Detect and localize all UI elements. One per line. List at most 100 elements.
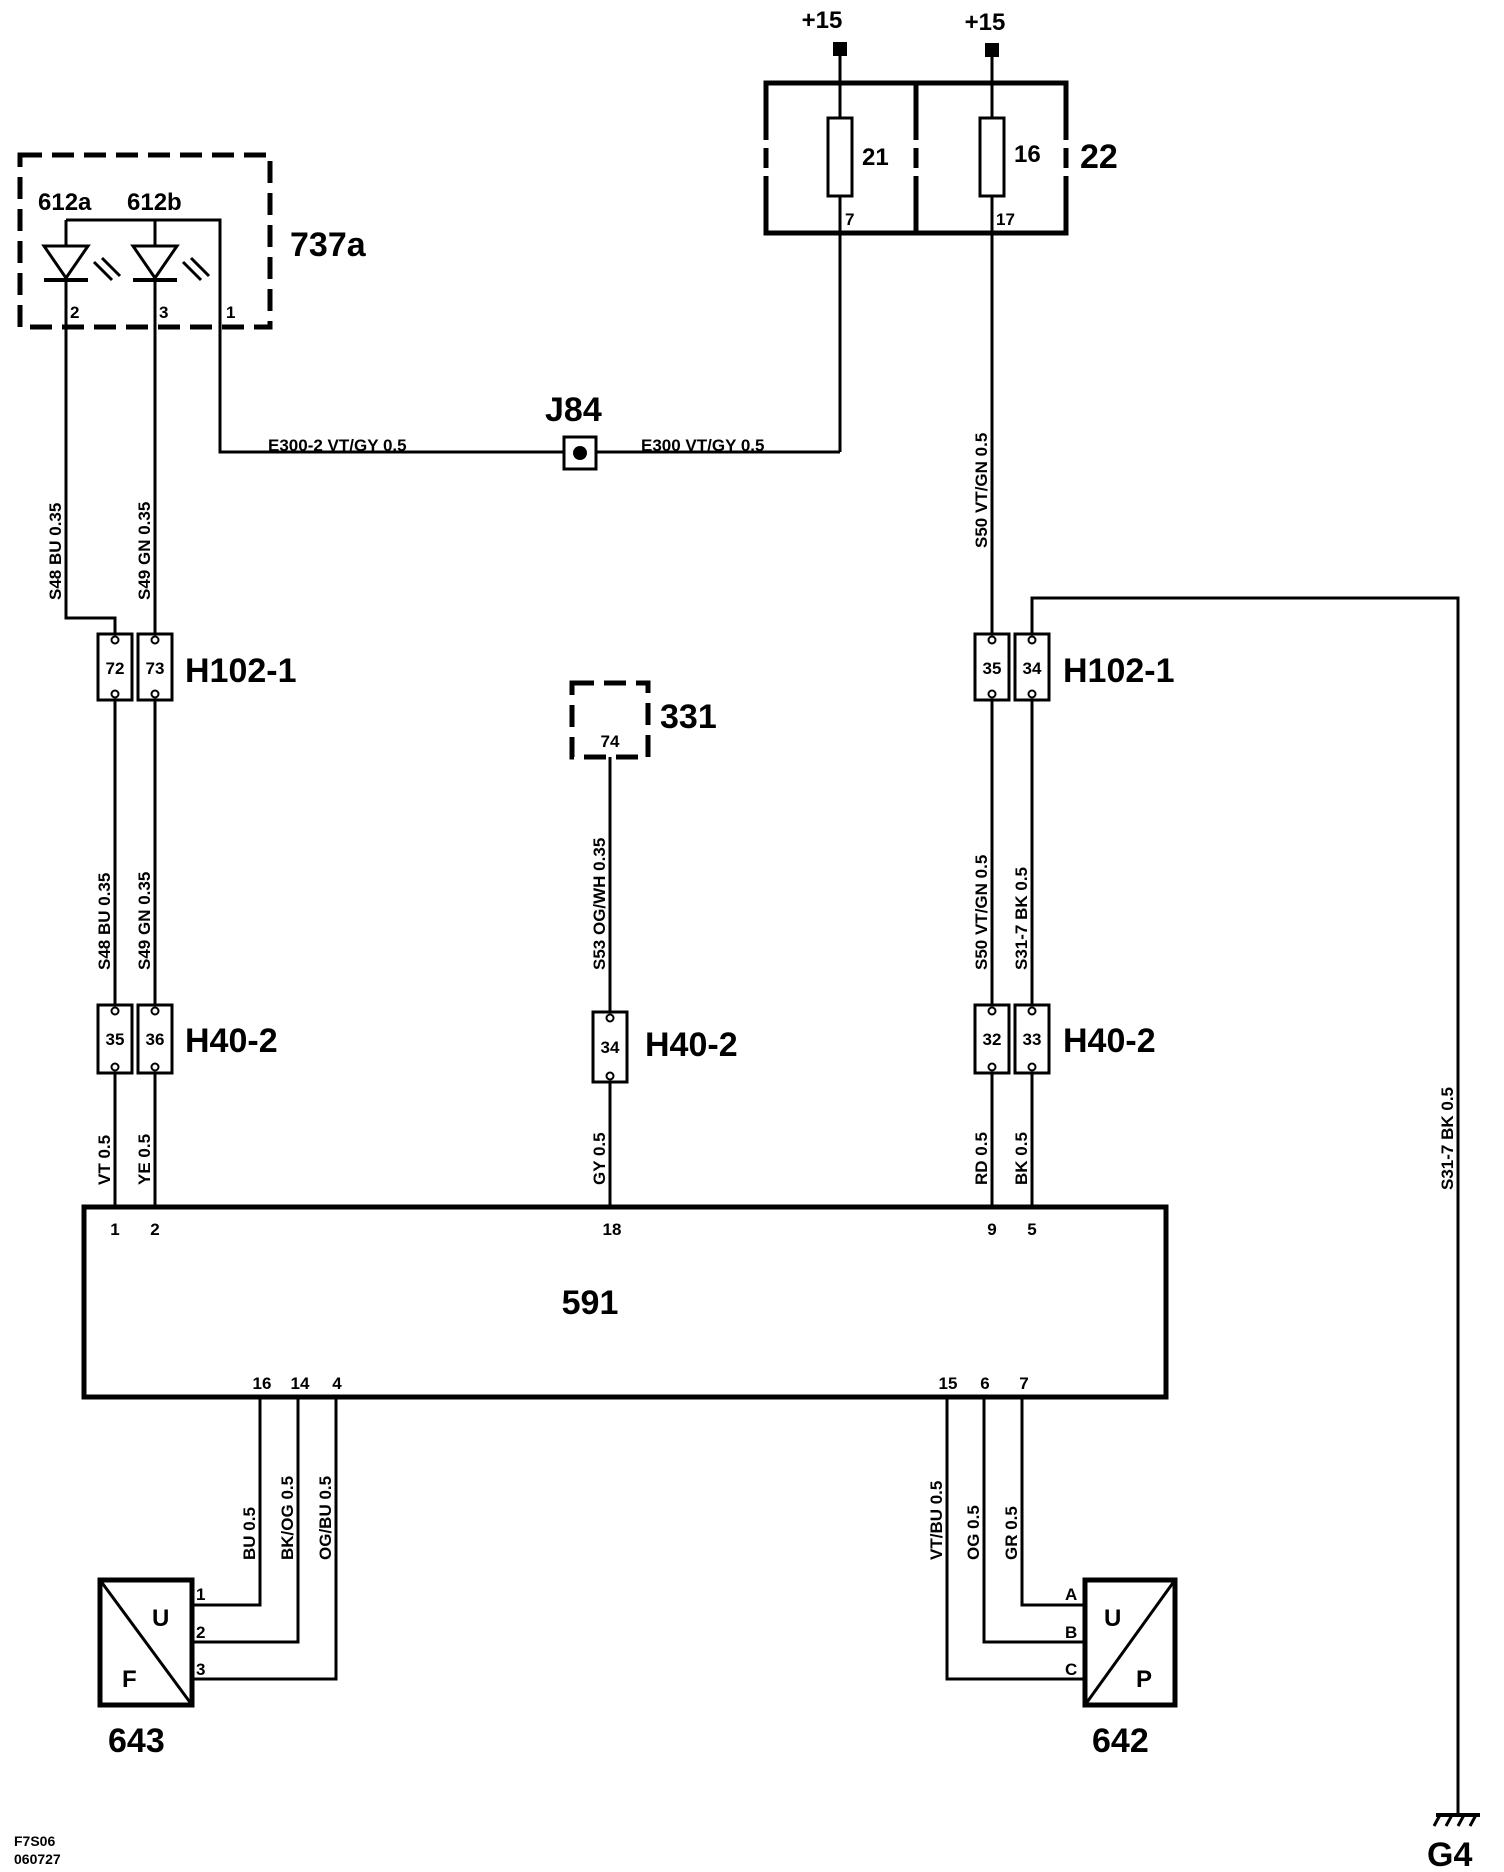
wire-vt-label: VT 0.5 [95,1135,114,1185]
wire-bkog-label: BK/OG 0.5 [278,1476,297,1560]
fuse-box-id: 22 [1080,138,1118,176]
h40-left-pin-35: 35 [106,1030,125,1049]
supply-left: +15 [802,7,847,56]
ground-label: G4 [1427,1836,1472,1872]
h102-right-pin-34: 34 [1023,659,1042,678]
wire-s50-top-label: S50 VT/GN 0.5 [972,433,991,548]
fuse-16-label: 16 [1014,141,1041,168]
supply-right: +15 [965,9,1006,57]
led-a-icon [41,244,122,282]
module-591: 591 1 2 18 9 5 16 14 4 15 6 7 [81,1204,1169,1400]
wire-e300-label: E300 VT/GY 0.5 [641,436,764,455]
module-pin-6: 6 [980,1374,989,1393]
sensor-643-pin-1: 1 [196,1585,205,1604]
wire-s53-label: S53 OG/WH 0.35 [590,838,609,970]
fuse-16-pin: 17 [996,210,1015,229]
sensor-642: U P A B C 642 [1065,1577,1178,1760]
splice-j84: J84 [545,391,602,471]
h40-mid-pin-34: 34 [601,1038,620,1057]
sensor-642-pin-a: A [1065,1585,1077,1604]
wire-ye-label: YE 0.5 [135,1134,154,1185]
led-b-icon [130,244,211,282]
lamp-pin-3: 3 [159,303,168,322]
h102-left-label: H102-1 [185,652,297,690]
h40-mid-label: H40-2 [645,1026,738,1064]
h40-right-pin-32: 32 [983,1030,1002,1049]
fuse-21-pin: 7 [845,210,854,229]
wire-s49-mid-label: S49 GN 0.35 [135,872,154,970]
wire-bu-label: BU 0.5 [240,1507,259,1560]
h102-right-label: H102-1 [1063,652,1175,690]
splice-id: J84 [545,391,602,429]
h40-right-pin-33: 33 [1023,1030,1042,1049]
module-pin-5: 5 [1027,1220,1036,1239]
sensor-642-u: U [1104,1605,1121,1632]
module-id: 591 [562,1284,619,1322]
sensor-642-pin-b: B [1065,1623,1077,1642]
connector-h40-mid: 34 H40-2 [591,1010,738,1084]
module-pin-16: 16 [253,1374,272,1393]
wire-rd-label: RD 0.5 [972,1132,991,1185]
wire-e300-2-label: E300-2 VT/GY 0.5 [268,436,407,455]
sensor-642-label: 642 [1092,1722,1149,1760]
lamp-unit-737a: 737a 612a 612b 2 3 1 [17,152,367,330]
sensor-642-pin-c: C [1065,1660,1077,1679]
h40-right-label: H40-2 [1063,1022,1156,1060]
fuse-16: 16 17 [978,56,1041,634]
wire-s48-mid-label: S48 BU 0.35 [95,873,114,970]
connector-h40-left: 35 36 H40-2 [96,1003,278,1075]
module-pin-9: 9 [987,1220,996,1239]
h102-left-pin-72: 72 [106,659,125,678]
connector-h102-right: 35 34 H102-1 [973,632,1175,702]
h102-left-pin-73: 73 [146,659,165,678]
wire-vtbu-label: VT/BU 0.5 [927,1481,946,1560]
supply-left-label: +15 [802,7,843,34]
module-pin-7: 7 [1019,1374,1028,1393]
sensor-643-u: U [152,1605,169,1632]
wire-e300-2 [218,320,564,454]
module-pin-15: 15 [939,1374,958,1393]
sensor-643-f: F [122,1666,137,1693]
module-pin-18: 18 [603,1220,622,1239]
connector-h40-right: 32 33 H40-2 [973,1003,1156,1075]
wire-og-label: OG 0.5 [964,1505,983,1560]
sensor-642-p: P [1136,1666,1152,1693]
wire-s31-ground [1030,596,1460,1815]
sensor-643-pin-2: 2 [196,1623,205,1642]
module-pin-2: 2 [150,1220,159,1239]
unit-331: 74 331 [569,680,717,760]
led-a-label: 612a [38,189,92,216]
fuse-21: 21 7 [826,56,889,452]
wire-s50-mid-label: S50 VT/GN 0.5 [972,855,991,970]
h40-left-label: H40-2 [185,1022,278,1060]
module-pin-14: 14 [291,1374,310,1393]
wire-s48-top-label: S48 BU 0.35 [46,503,65,600]
wire-s31-ground-label: S31-7 BK 0.5 [1438,1087,1457,1190]
fuse-21-label: 21 [862,144,889,171]
module-pin-4: 4 [332,1374,342,1393]
module-pin-1: 1 [110,1220,119,1239]
wire-bk-label: BK 0.5 [1012,1132,1031,1185]
wire-ogbu-label: OG/BU 0.5 [316,1476,335,1560]
h102-right-pin-35: 35 [983,659,1002,678]
footer-date: 060727 [14,1851,61,1867]
connector-h102-left: 72 73 H102-1 [96,632,297,702]
wire-s31-mid-label: S31-7 BK 0.5 [1012,867,1031,970]
unit-331-label: 331 [660,698,717,736]
wire-s48-top [64,320,117,634]
supply-right-label: +15 [965,9,1006,36]
h40-left-pin-36: 36 [146,1030,165,1049]
sensor-643-pin-3: 3 [196,1660,205,1679]
sensor-643-label: 643 [108,1722,165,1760]
lamp-pin-1: 1 [226,303,235,322]
wire-gr-label: GR 0.5 [1002,1506,1021,1560]
ground-icon [1432,1813,1480,1827]
unit-331-pin: 74 [601,732,620,751]
fuse-box: 22 [762,80,1118,236]
sensor-643: U F 1 2 3 643 [97,1577,205,1760]
led-b-label: 612b [127,189,182,216]
wire-s49-top-label: S49 GN 0.35 [135,502,154,600]
lamp-pin-2: 2 [70,303,79,322]
lamp-unit-id: 737a [290,226,367,264]
